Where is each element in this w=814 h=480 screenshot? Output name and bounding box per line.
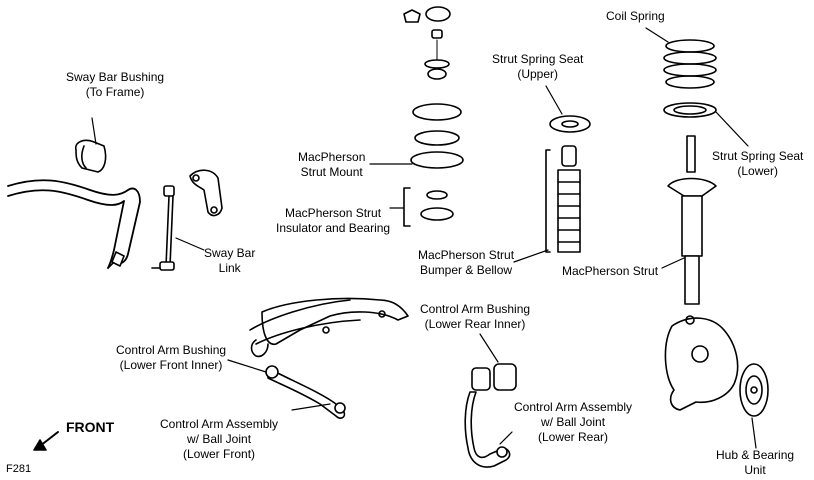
arrow-down-left-icon	[33, 431, 59, 451]
macpherson-strut	[661, 135, 717, 305]
hub-bearing-unit	[739, 363, 769, 449]
spring-seat-upper	[545, 85, 591, 133]
steering-knuckle	[664, 315, 739, 411]
label-coil-spring: Coil Spring	[606, 9, 665, 23]
label-figure-code: F281	[6, 463, 32, 475]
label-strut-spring-seat-upper: Strut Spring Seat(Upper)	[492, 52, 584, 81]
strut-mount-stack	[369, 6, 464, 227]
spring-seat-lower	[663, 102, 749, 147]
label-sway-bar-bushing: Sway Bar Bushing(To Frame)	[66, 70, 165, 99]
control-arm-bushing-rear	[471, 333, 517, 391]
sway-bar-link	[151, 185, 205, 271]
control-arm-front	[227, 297, 409, 419]
strut-bumper-bellow	[513, 145, 581, 263]
label-control-arm-bushing-rear: Control Arm Bushing(Lower Rear Inner)	[420, 302, 531, 331]
coil-spring	[645, 27, 717, 89]
sway-bar	[7, 179, 141, 269]
label-front: FRONT	[66, 419, 115, 435]
sway-bar-bushing	[74, 117, 107, 173]
control-arm-rear	[464, 391, 513, 468]
label-strut-spring-seat-lower: Strut Spring Seat(Lower)	[712, 149, 804, 178]
label-control-arm-bushing-front: Control Arm Bushing(Lower Front Inner)	[116, 343, 227, 372]
label-macpherson-strut: MacPherson Strut	[562, 264, 659, 278]
sway-bar-bracket	[189, 169, 223, 217]
